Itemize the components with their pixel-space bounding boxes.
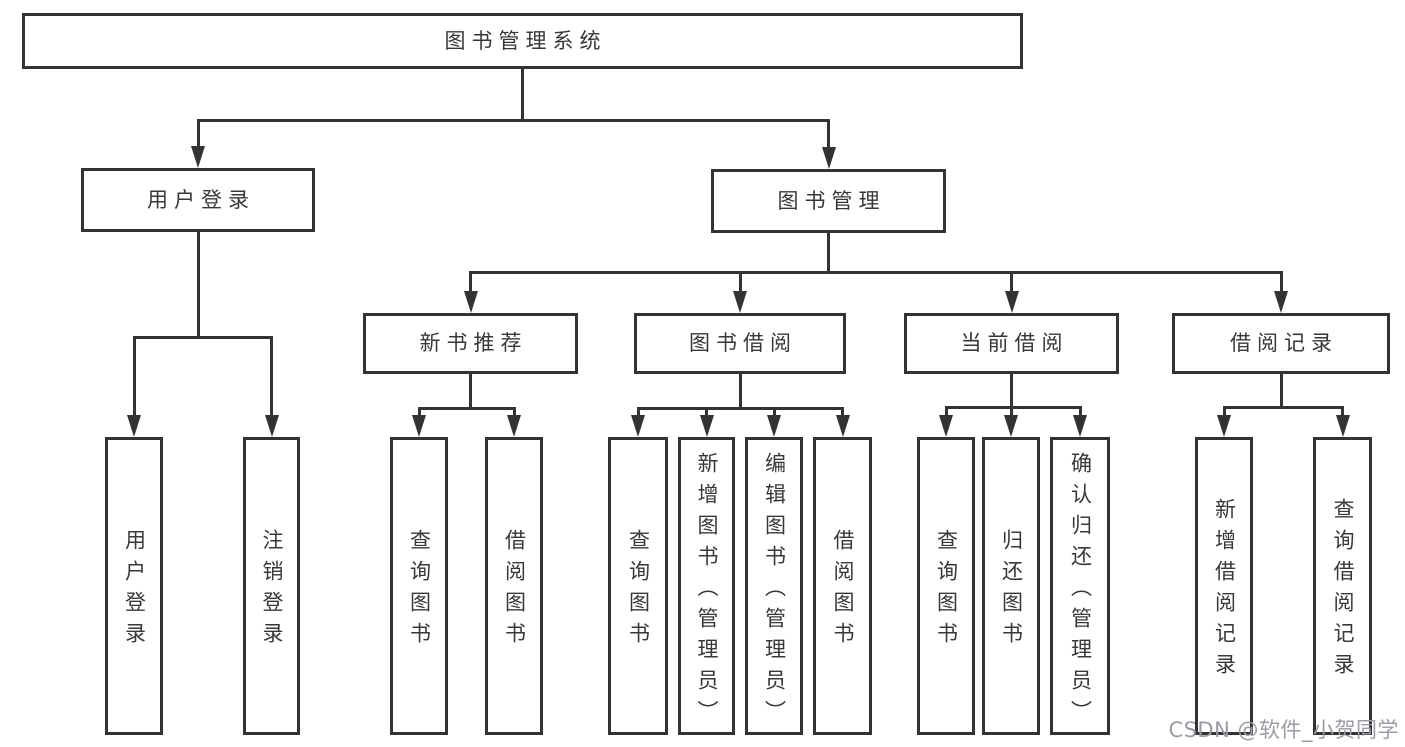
connector-stem-book-mgmt (827, 233, 830, 274)
node-new-book-rec: 新书推荐 (363, 313, 578, 374)
connector-bar-book-mgmt (469, 271, 1283, 274)
node-book-borrow: 图书借阅 (634, 313, 846, 374)
node-leaf-nbr-borrow-book: 借阅图书 (485, 437, 543, 735)
node-book-mgmt: 图书管理 (711, 169, 946, 233)
connector-drop-leaf-br-query-record (1341, 406, 1344, 417)
node-leaf-cb-return-book: 归还图书 (982, 437, 1040, 735)
arrow-down-icon (939, 415, 953, 437)
node-borrow-records: 借阅记录 (1172, 313, 1390, 374)
connector-drop-leaf-bb-query-book (636, 407, 640, 417)
node-leaf-logout: 注销登录 (243, 437, 300, 735)
connector-drop-borrow-records (1279, 271, 1283, 293)
connector-drop-new-book-rec (469, 271, 472, 293)
connector-bar-user-login (132, 336, 273, 339)
arrow-down-icon (191, 146, 205, 168)
connector-stem-borrow-records (1279, 374, 1283, 409)
connector-drop-current-borrow (1010, 271, 1013, 293)
connector-drop-book-mgmt (827, 119, 830, 149)
connector-bar-borrow-records (1222, 406, 1344, 409)
connector-drop-leaf-logout (270, 336, 273, 417)
arrow-down-icon (1004, 415, 1018, 437)
arrow-down-icon (733, 291, 747, 313)
arrow-down-icon (835, 415, 850, 437)
arrow-down-icon (1274, 291, 1288, 313)
connector-drop-book-borrow (738, 271, 742, 293)
node-leaf-user-login: 用户登录 (105, 437, 163, 735)
connector-bar-current-borrow (944, 406, 1082, 409)
connector-drop-leaf-br-add-record (1222, 406, 1226, 417)
arrow-down-icon (821, 147, 836, 169)
arrow-down-icon (127, 415, 141, 437)
node-leaf-bb-add-book: 新增图书（管理员） (678, 437, 735, 735)
arrow-down-icon (1335, 415, 1350, 437)
connector-bar-root (196, 119, 830, 122)
connector-stem-new-book-rec (469, 374, 472, 410)
connector-drop-leaf-cb-return-book (1009, 406, 1013, 417)
node-leaf-br-query-record: 查询借阅记录 (1313, 437, 1372, 735)
node-leaf-bb-query-book: 查询图书 (608, 437, 668, 735)
connector-drop-user-login (196, 119, 200, 148)
connector-stem-current-borrow (1010, 374, 1013, 409)
arrow-down-icon (412, 415, 426, 437)
arrow-down-icon (1217, 415, 1231, 437)
node-leaf-cb-confirm-return: 确认归还（管理员） (1050, 437, 1110, 735)
connector-drop-leaf-nbr-query-book (417, 407, 421, 417)
connector-stem-book-borrow (738, 374, 742, 410)
node-leaf-cb-query-book: 查询图书 (917, 437, 975, 735)
connector-stem-user-login (196, 232, 200, 339)
node-user-login: 用户登录 (81, 168, 315, 232)
arrow-down-icon (463, 291, 478, 313)
connector-drop-leaf-user-login (132, 336, 136, 417)
connector-drop-leaf-bb-add-book (705, 407, 708, 417)
connector-stem-root (521, 69, 524, 122)
node-leaf-br-add-record: 新增借阅记录 (1195, 437, 1253, 735)
connector-drop-leaf-cb-query-book (944, 406, 948, 417)
arrow-down-icon (1073, 415, 1087, 437)
connector-drop-leaf-cb-confirm-return (1078, 406, 1082, 417)
arrow-down-icon (1004, 291, 1019, 313)
arrow-down-icon (507, 415, 521, 437)
node-root: 图书管理系统 (22, 13, 1023, 69)
arrow-down-icon (767, 415, 781, 437)
node-leaf-bb-borrow-book: 借阅图书 (813, 437, 872, 735)
arrow-down-icon (631, 415, 645, 437)
arrow-down-icon (264, 415, 279, 437)
connector-drop-leaf-nbr-borrow-book (512, 407, 516, 417)
node-current-borrow: 当前借阅 (904, 313, 1119, 374)
connector-drop-leaf-bb-edit-book (772, 407, 776, 417)
arrow-down-icon (699, 415, 714, 437)
connector-drop-leaf-bb-borrow-book (841, 407, 844, 417)
connector-bar-book-borrow (636, 407, 844, 410)
csdn-watermark: CSDN @软件_小贺同学 (1168, 718, 1399, 742)
connector-bar-new-book-rec (417, 407, 516, 410)
node-leaf-nbr-query-book: 查询图书 (390, 437, 448, 735)
node-leaf-bb-edit-book: 编辑图书（管理员） (745, 437, 803, 735)
